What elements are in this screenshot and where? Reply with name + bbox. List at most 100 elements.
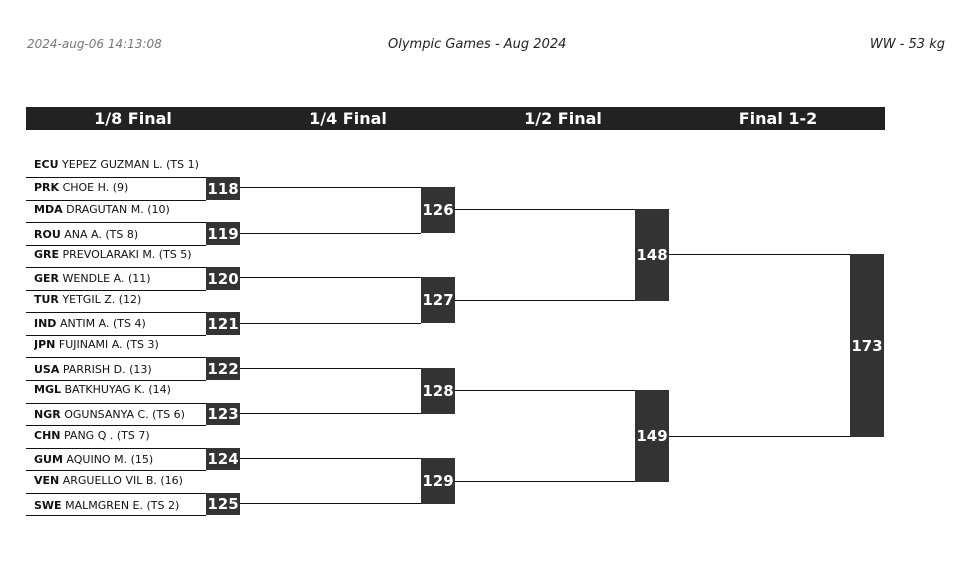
entry-name: PARRISH D. (13): [62, 363, 152, 376]
bracket-line: [240, 458, 421, 459]
bracket-entry: CHN PANG Q . (TS 7): [34, 429, 206, 443]
bout-box: 128: [421, 368, 455, 414]
bracket-line: [669, 436, 850, 437]
entry-name: PANG Q . (TS 7): [64, 429, 150, 442]
bout-box: 123: [206, 403, 240, 425]
entry-name: ANA A. (TS 8): [64, 228, 139, 241]
entry-noc: ROU: [34, 228, 61, 241]
bracket-entry: TUR YETGIL Z. (12): [34, 293, 206, 307]
entry-name: CHOE H. (9): [62, 181, 129, 194]
entry-name: DRAGUTAN M. (10): [66, 203, 170, 216]
bout-box: 121: [206, 312, 240, 335]
entry-noc: TUR: [34, 293, 59, 306]
entry-name: ANTIM A. (TS 4): [59, 317, 146, 330]
bout-box: 125: [206, 493, 240, 515]
entry-noc: GUM: [34, 453, 63, 466]
header-category: WW - 53 kg: [869, 37, 945, 52]
bracket-entry: MDA DRAGUTAN M. (10): [34, 203, 206, 217]
bracket-line: [669, 254, 850, 255]
entry-noc: VEN: [34, 474, 60, 487]
bracket-line: [240, 233, 421, 234]
bout-box: 129: [421, 458, 455, 504]
bracket-line: [26, 493, 206, 494]
bout-box: 148: [635, 209, 669, 301]
bracket-line: [26, 335, 206, 336]
entry-noc: USA: [34, 363, 60, 376]
entry-noc: PRK: [34, 181, 60, 194]
header-event: Olympic Games - Aug 2024: [388, 37, 567, 52]
bracket-line: [240, 413, 421, 414]
entry-noc: GER: [34, 272, 60, 285]
bracket-line: [240, 187, 421, 188]
entry-noc: SWE: [34, 499, 62, 512]
bout-box: 120: [206, 267, 240, 290]
entry-noc: CHN: [34, 429, 61, 442]
bracket-line: [26, 380, 206, 381]
bracket-line: [455, 481, 635, 482]
entry-noc: GRE: [34, 248, 60, 261]
bout-box: 127: [421, 277, 455, 323]
bracket-entry: ROU ANA A. (TS 8): [34, 228, 206, 242]
bracket-entry: ECU YEPEZ GUZMAN L. (TS 1): [34, 158, 206, 172]
bout-box: 124: [206, 448, 240, 470]
bracket-line: [26, 515, 206, 516]
bracket-line: [26, 403, 206, 404]
bracket-entry: GUM AQUINO M. (15): [34, 453, 206, 467]
bracket-line: [26, 312, 206, 313]
bracket-entry: VEN ARGUELLO VIL B. (16): [34, 474, 206, 488]
entry-name: AQUINO M. (15): [66, 453, 154, 466]
bracket-line: [455, 209, 635, 210]
bout-box: 122: [206, 357, 240, 380]
final-bout-box: 173: [850, 254, 884, 437]
bracket-entry: GRE PREVOLARAKI M. (TS 5): [34, 248, 206, 262]
entry-noc: IND: [34, 317, 57, 330]
bracket-line: [26, 222, 206, 223]
entry-name: BATKHUYAG K. (14): [64, 383, 171, 396]
header-timestamp: 2024-aug-06 14:13:08: [27, 37, 162, 51]
bracket-entry: IND ANTIM A. (TS 4): [34, 317, 206, 331]
entry-name: ARGUELLO VIL B. (16): [62, 474, 183, 487]
bracket-line: [26, 425, 206, 426]
entry-noc: MGL: [34, 383, 61, 396]
entry-name: PREVOLARAKI M. (TS 5): [62, 248, 192, 261]
bracket-entry: MGL BATKHUYAG K. (14): [34, 383, 206, 397]
bracket-line: [240, 368, 421, 369]
entry-noc: MDA: [34, 203, 63, 216]
bracket-entry: PRK CHOE H. (9): [34, 181, 206, 195]
entry-name: YEPEZ GUZMAN L. (TS 1): [62, 158, 199, 171]
bracket-line: [26, 448, 206, 449]
bracket-line: [240, 323, 421, 324]
bracket-entry: JPN FUJINAMI A. (TS 3): [34, 338, 206, 352]
bracket-line: [240, 277, 421, 278]
round-header-bar: 1/8 Final 1/4 Final 1/2 Final Final 1-2: [26, 107, 885, 130]
bracket-line: [26, 200, 206, 201]
bracket-line: [26, 177, 206, 178]
bracket-line: [26, 357, 206, 358]
bracket-line: [240, 503, 421, 504]
bracket-line: [455, 300, 635, 301]
round-label: 1/4 Final: [309, 109, 387, 128]
round-label: 1/8 Final: [94, 109, 172, 128]
bout-box: 119: [206, 222, 240, 245]
bracket-line: [26, 470, 206, 471]
entry-name: OGUNSANYA C. (TS 6): [64, 408, 185, 421]
entry-name: FUJINAMI A. (TS 3): [58, 338, 159, 351]
round-label: 1/2 Final: [524, 109, 602, 128]
bracket-line: [26, 290, 206, 291]
bout-box: 118: [206, 177, 240, 200]
bracket-line: [455, 390, 635, 391]
bracket-line: [26, 245, 206, 246]
bracket-entry: NGR OGUNSANYA C. (TS 6): [34, 408, 206, 422]
bracket-entry: SWE MALMGREN E. (TS 2): [34, 499, 206, 513]
entry-name: MALMGREN E. (TS 2): [65, 499, 180, 512]
bout-box: 126: [421, 187, 455, 233]
entry-name: YETGIL Z. (12): [62, 293, 142, 306]
entry-noc: ECU: [34, 158, 59, 171]
entry-noc: NGR: [34, 408, 61, 421]
bracket-entry: GER WENDLE A. (11): [34, 272, 206, 286]
bracket-entry: USA PARRISH D. (13): [34, 363, 206, 377]
entry-noc: JPN: [34, 338, 56, 351]
round-label: Final 1-2: [738, 109, 818, 128]
bracket-line: [26, 267, 206, 268]
entry-name: WENDLE A. (11): [62, 272, 151, 285]
